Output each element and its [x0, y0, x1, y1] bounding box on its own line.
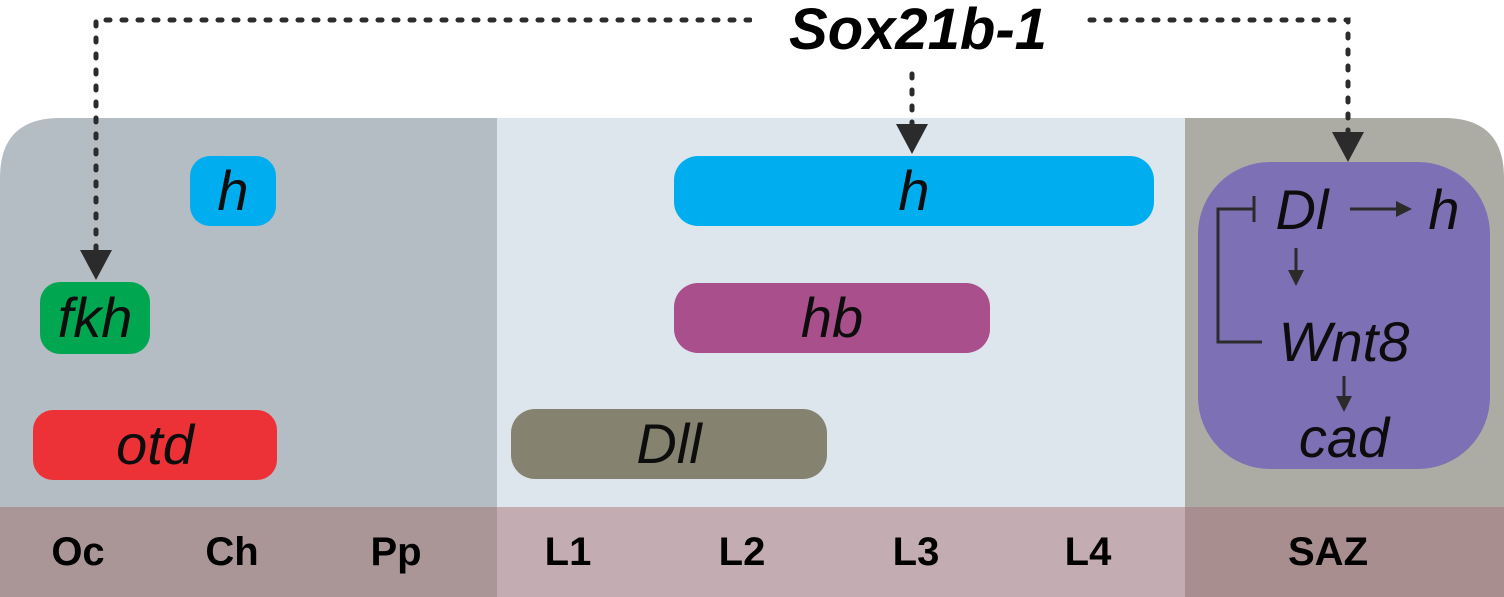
edge-wnt8-inhibits-dl [1216, 207, 1262, 344]
segment-label-ch: Ch [205, 529, 259, 574]
segment-label-l1: L1 [544, 529, 592, 574]
arrowhead-dl-wnt8 [1288, 270, 1304, 286]
segment-bar-legs [497, 507, 1185, 597]
segment-label-oc: Oc [51, 529, 105, 574]
connector-arrowheads [80, 124, 1364, 280]
arrowhead-wnt8-cad [1336, 396, 1352, 412]
saz-gene-wnt8: Wnt8 [1278, 310, 1410, 373]
arrowhead-dl-h [1396, 201, 1412, 217]
segment-label-pp: Pp [370, 529, 422, 574]
segment-label-l3: L3 [892, 529, 940, 574]
regulator-title: Sox21b-1 [752, 0, 1084, 64]
saz-gene-dl: Dl [1275, 178, 1329, 241]
gene-fkh: fkh [40, 282, 150, 354]
segment-label-l4: L4 [1064, 529, 1112, 574]
saz-gene-h: h [1428, 178, 1460, 241]
saz-network-box [1198, 162, 1490, 469]
connector-right [1087, 17, 1351, 139]
regulatory-connectors [93, 17, 1351, 257]
arrowhead-h [896, 124, 928, 154]
gene-hb: hb [674, 283, 990, 353]
gene-h-legs: h [674, 156, 1154, 226]
saz-network-edges [1216, 196, 1398, 398]
gene-dll: Dll [511, 409, 827, 479]
arrowhead-fkh [80, 250, 112, 280]
gene-h-head: h [190, 156, 276, 226]
segment-bar-head [0, 507, 497, 597]
segment-bar-saz [1185, 507, 1504, 597]
gene-otd: otd [33, 410, 277, 480]
segment-label-l2: L2 [718, 529, 766, 574]
saz-gene-cad: cad [1298, 406, 1390, 469]
connector-left [93, 17, 753, 257]
saz-network-arrowheads [1288, 201, 1412, 412]
arrowhead-saz [1332, 132, 1364, 162]
segment-label-saz: SAZ [1288, 529, 1368, 574]
